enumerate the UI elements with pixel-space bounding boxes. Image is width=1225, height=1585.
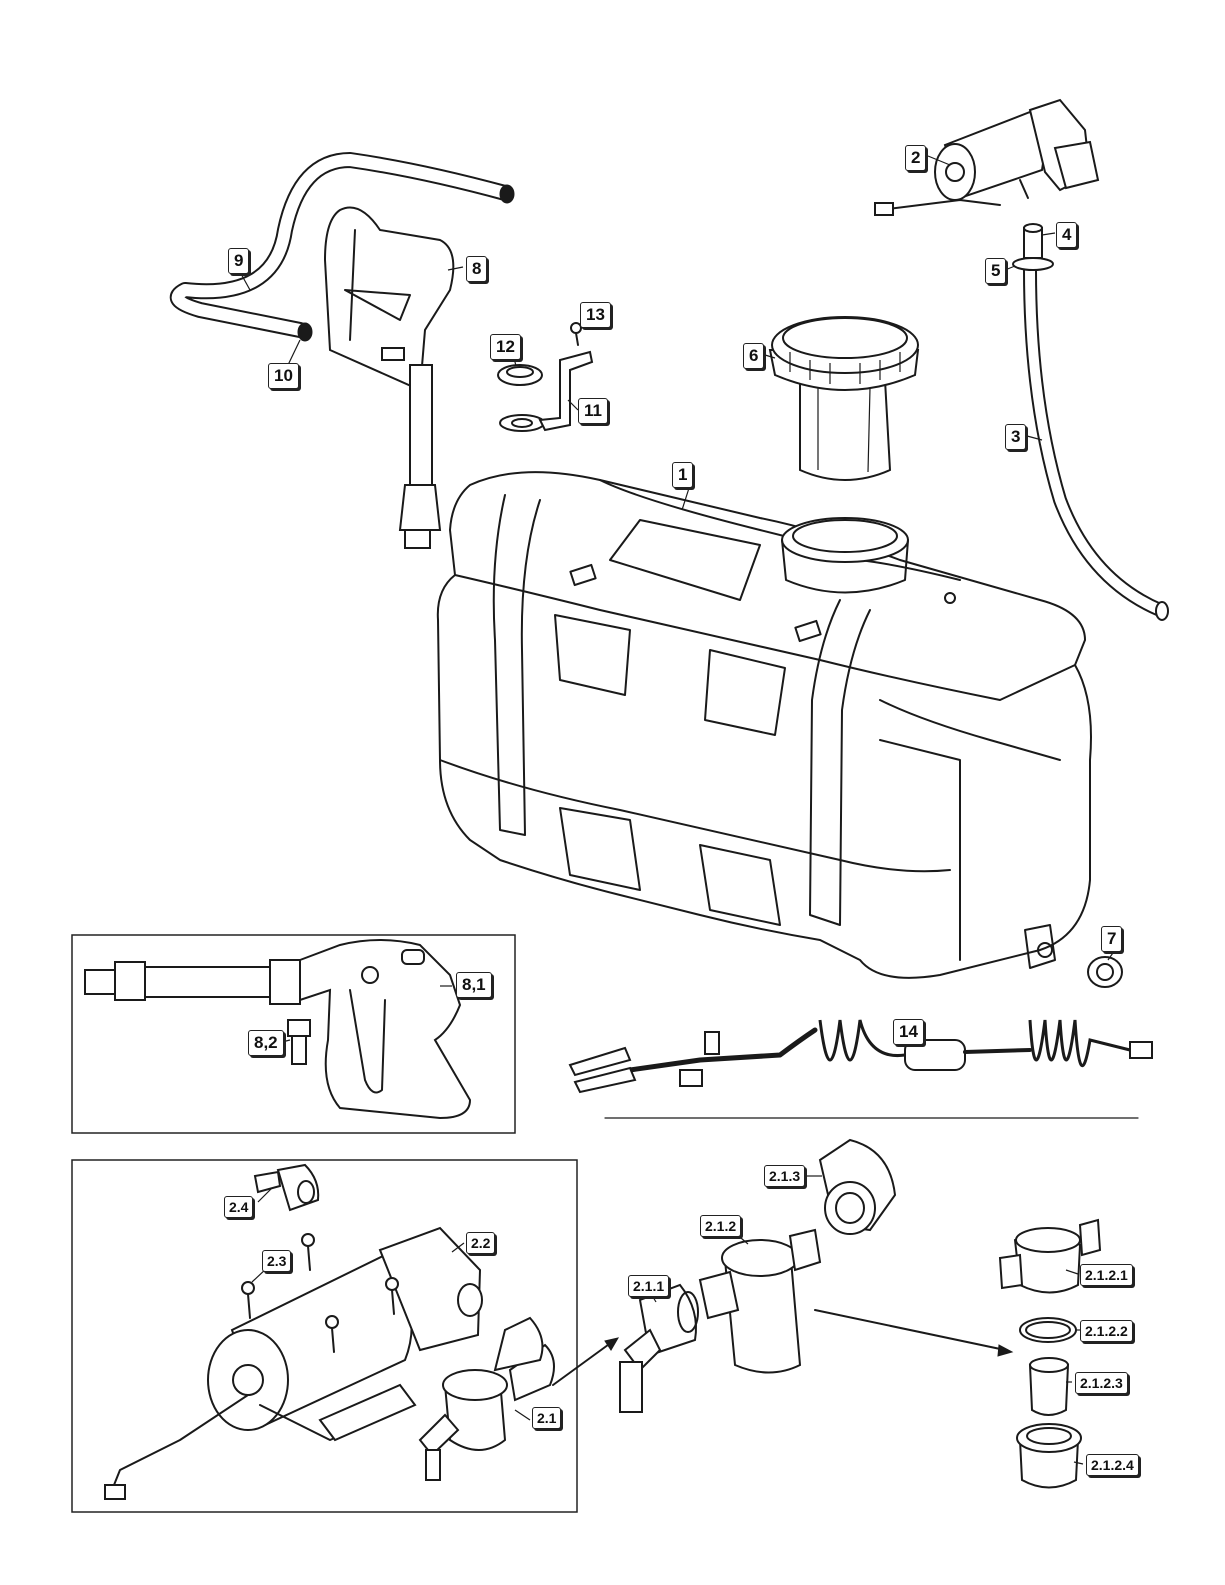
bowl-2-1-2-4 [1017,1424,1081,1488]
callout-9: 9 [228,248,249,274]
wiring-harness-14 [570,1020,1152,1118]
callout-7: 7 [1101,926,1122,952]
callout-8: 8 [466,256,487,282]
callout-2-1-3: 2.1.3 [764,1165,805,1187]
callout-14: 14 [893,1019,924,1045]
gasket-2-1-2-2 [1020,1318,1076,1342]
elbow-2-1-1 [620,1285,698,1412]
callout-8-1: 8,1 [456,972,492,998]
callout-2-4: 2.4 [224,1196,253,1218]
arrow-2-1-2 [998,1345,1012,1356]
callout-2-3: 2.3 [262,1250,291,1272]
clamp-7 [1088,957,1122,987]
tank [438,472,1091,978]
elbow-2-1-3 [820,1140,895,1234]
callout-2-1: 2.1 [532,1407,561,1429]
callout-2-1-2-1: 2.1.2.1 [1080,1264,1133,1286]
callout-2-1-2-3: 2.1.2.3 [1075,1372,1128,1394]
callout-2-1-1: 2.1.1 [628,1275,669,1297]
spray-gun-8 [325,208,453,549]
leader-2-1 [553,1342,612,1385]
callout-12: 12 [490,334,521,360]
callout-5: 5 [985,258,1006,284]
callout-8-2: 8,2 [248,1030,284,1056]
fitting-2-4 [255,1165,318,1210]
callout-13: 13 [580,302,611,328]
callout-1: 1 [672,462,693,488]
gun-8-1 [85,940,470,1118]
callout-6: 6 [743,343,764,369]
housing-2-1-2 [700,1230,820,1373]
callout-4: 4 [1056,222,1077,248]
suction-hose [1013,224,1168,620]
callout-2-2: 2.2 [466,1232,495,1254]
callout-2-1-2: 2.1.2 [700,1215,741,1237]
callout-2: 2 [905,145,926,171]
seal-12 [498,365,542,385]
leader-2-1-2 [815,1310,1005,1350]
callout-11: 11 [578,398,608,424]
fitting-8-2 [288,1020,310,1064]
callout-2-1-2-2: 2.1.2.2 [1080,1320,1133,1342]
callout-2-1-2-4: 2.1.2.4 [1086,1454,1139,1476]
lid-strainer [770,317,918,480]
arrow-2-1 [605,1338,618,1350]
callout-10: 10 [268,363,299,389]
callout-3: 3 [1005,424,1026,450]
screen-2-1-2-3 [1030,1358,1068,1415]
